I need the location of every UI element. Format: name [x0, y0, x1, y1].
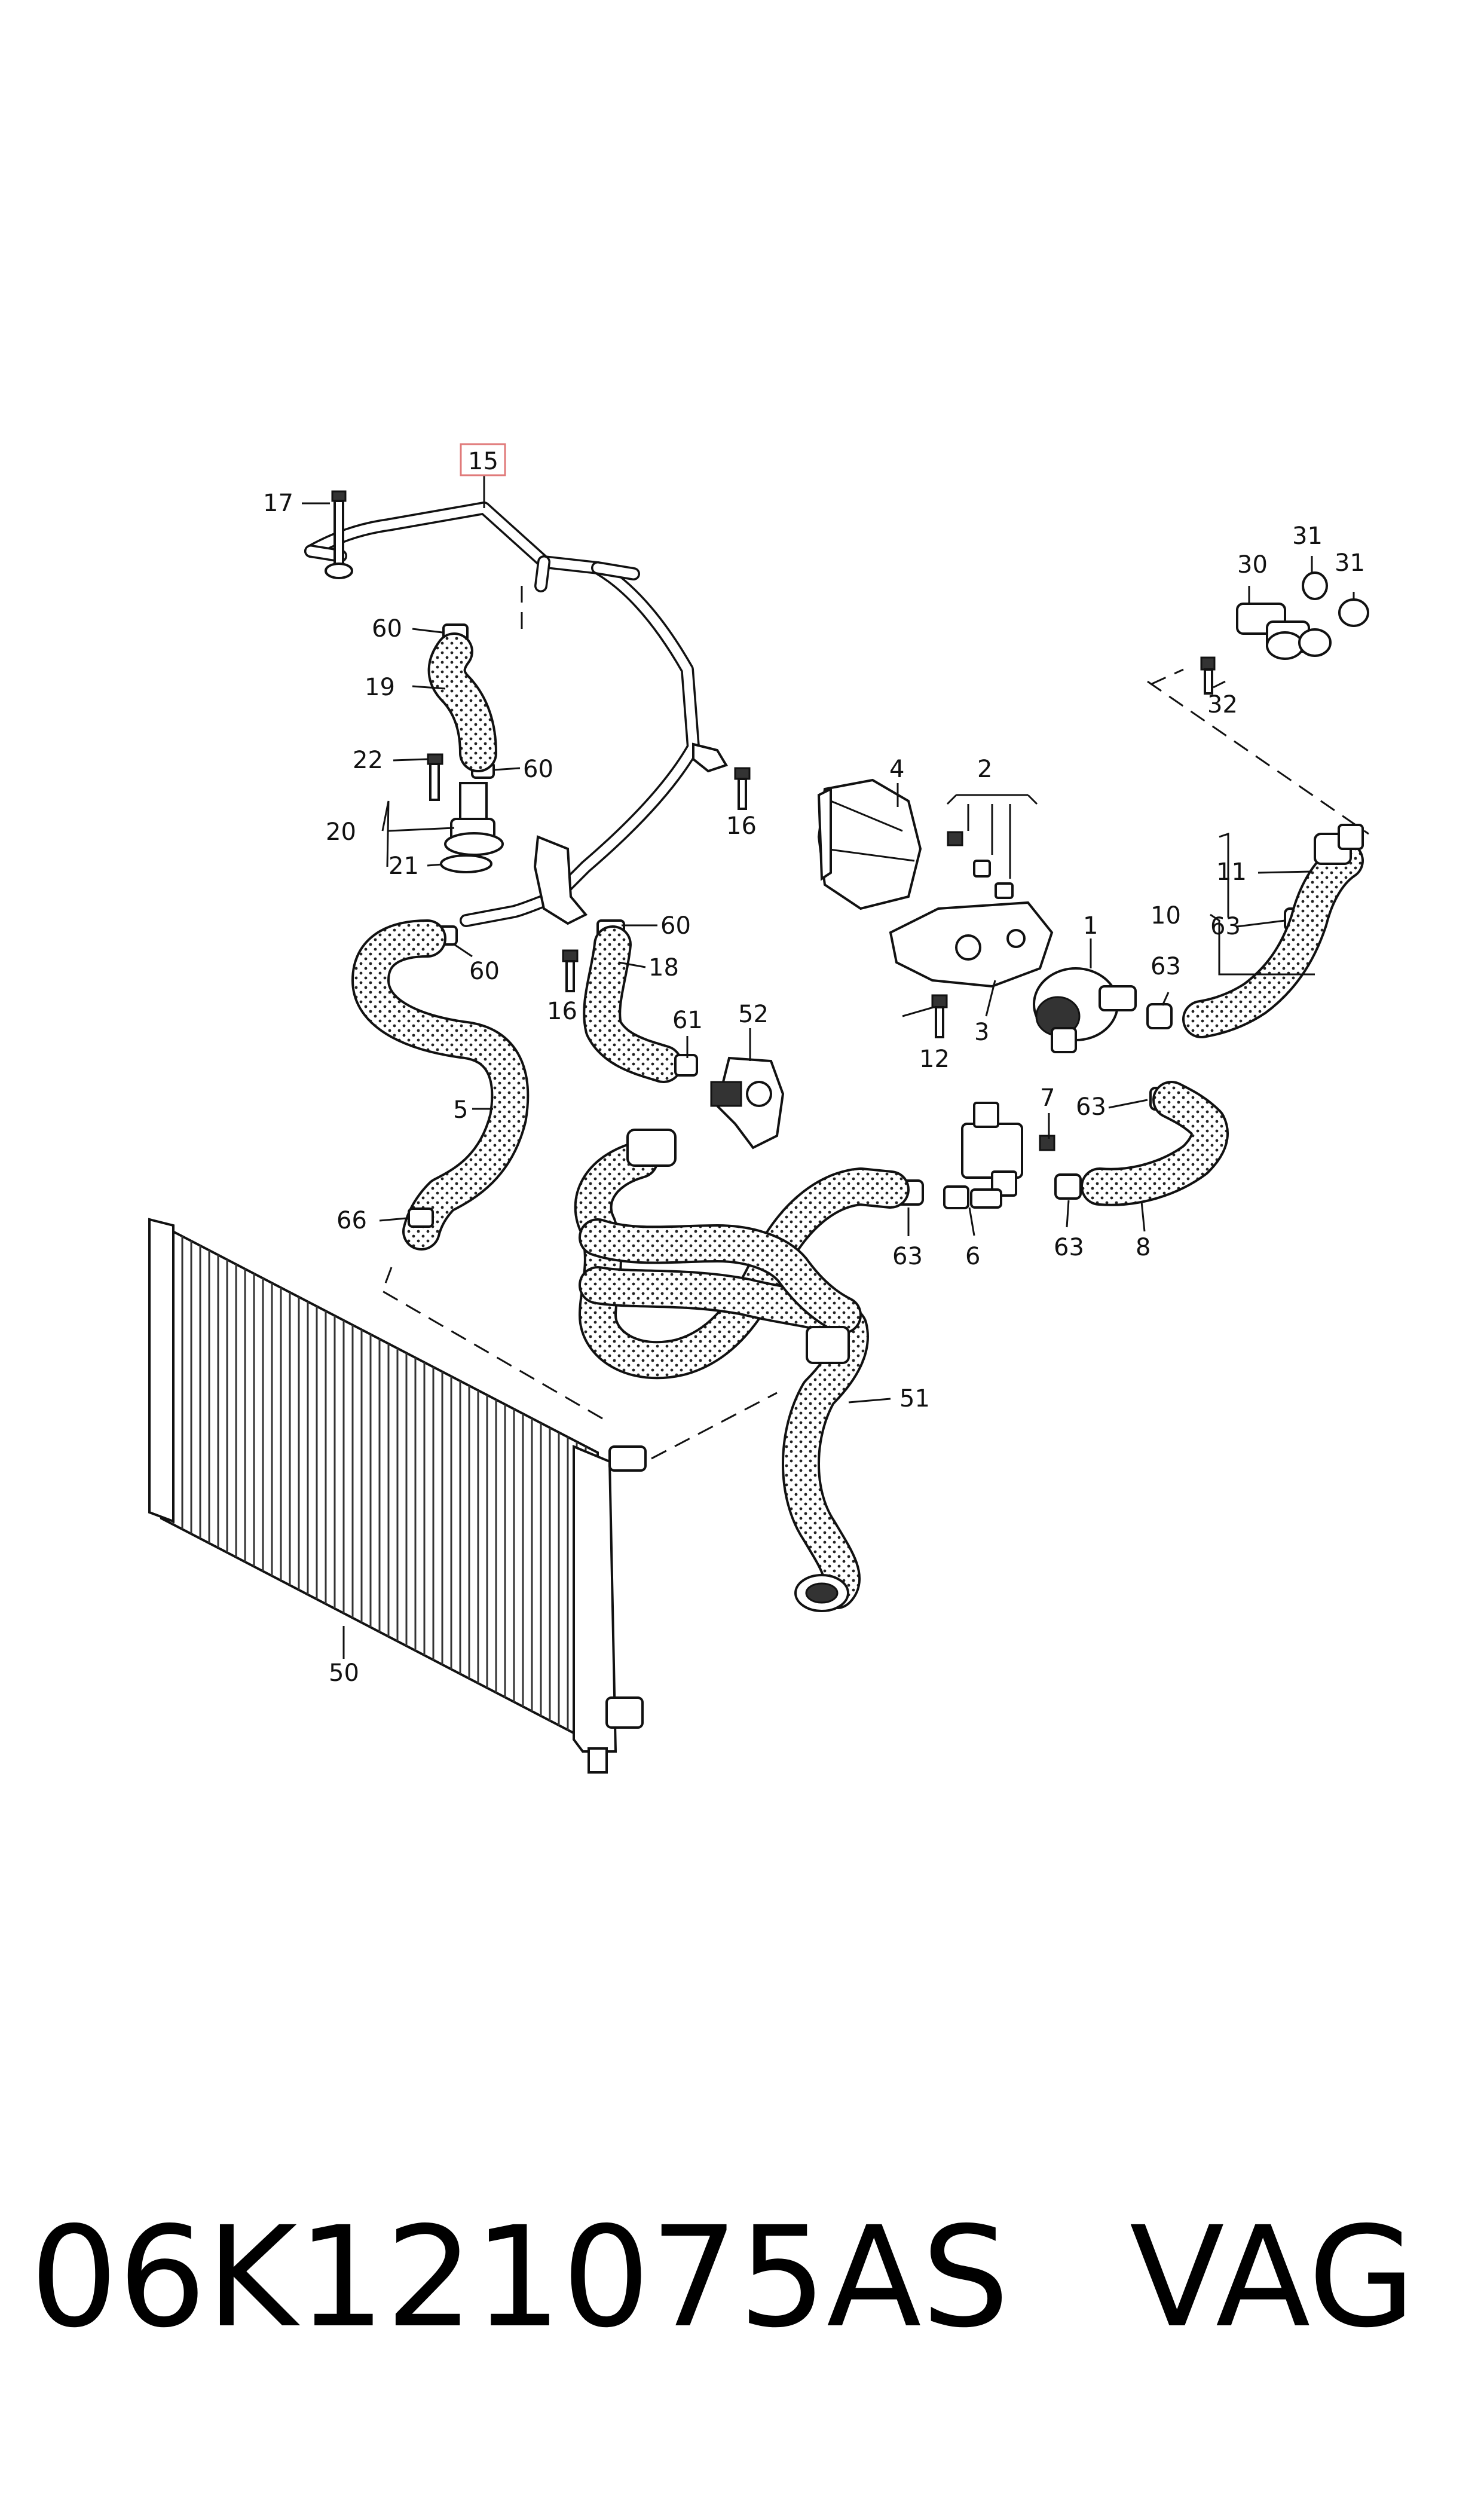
- callout-12: 12: [919, 1045, 950, 1073]
- callout-1: 1: [1083, 912, 1098, 940]
- callout-10: 10: [1151, 902, 1181, 930]
- callout-4: 4: [889, 756, 904, 783]
- callout-30: 30: [1237, 551, 1268, 579]
- fasteners-2: [947, 831, 1014, 899]
- bolt-17: [325, 490, 353, 579]
- bracket-4: [817, 778, 922, 910]
- valve-7: [961, 1102, 1055, 1197]
- callout-60b: 60: [523, 756, 553, 783]
- callout-16b: 16: [547, 998, 577, 1025]
- fitting-6: [943, 1185, 1002, 1209]
- callout-11: 11: [1216, 858, 1247, 886]
- temp-sensor-52: [710, 1056, 785, 1150]
- callout-52: 52: [738, 1001, 769, 1028]
- callout-19: 19: [365, 674, 395, 701]
- hose-5: [351, 919, 530, 1251]
- callout-2: 2: [977, 756, 992, 783]
- bolt-16: [562, 767, 751, 992]
- callout-60d: 60: [469, 958, 500, 985]
- callout-63c: 63: [892, 1243, 923, 1270]
- part-number: 06K121075AS: [30, 2197, 1009, 2358]
- callout-15: 15: [468, 448, 498, 475]
- callout-63e: 63: [1210, 913, 1241, 940]
- callout-63a: 63: [1151, 953, 1181, 980]
- callout-17: 17: [263, 490, 293, 517]
- callout-8: 8: [1136, 1234, 1151, 1261]
- bolt-12: [931, 994, 948, 1038]
- connector-30: [1200, 571, 1369, 695]
- callout-63d: 63: [1054, 1234, 1084, 1261]
- bracket-plate-3: [889, 901, 1054, 988]
- callout-21: 21: [388, 852, 419, 880]
- callout-32: 32: [1207, 691, 1238, 719]
- hose-8: [1081, 1081, 1229, 1206]
- hose-10: [1182, 824, 1364, 1038]
- callout-51: 51: [899, 1385, 930, 1413]
- callout-16a: 16: [726, 812, 757, 840]
- hose-18: [583, 925, 698, 1083]
- callout-22: 22: [353, 747, 383, 774]
- callout-7: 7: [1040, 1084, 1055, 1112]
- callout-60a: 60: [372, 615, 402, 643]
- hose-51: [574, 1129, 910, 1612]
- bleed-pipe: [304, 502, 728, 927]
- brand-name: VAG: [1130, 2197, 1416, 2358]
- callout-60c: 60: [660, 912, 691, 940]
- callout-15-box: [460, 443, 506, 476]
- callout-20: 20: [326, 818, 356, 846]
- callout-6: 6: [965, 1243, 980, 1270]
- callout-63b: 63: [1076, 1093, 1106, 1121]
- guide-lines: [381, 586, 1369, 1460]
- callout-61: 61: [672, 1007, 703, 1034]
- radiator-50: [148, 1218, 647, 1774]
- callout-66: 66: [336, 1207, 367, 1234]
- callout-31a: 31: [1292, 522, 1323, 550]
- leader-lines: [302, 475, 1355, 1659]
- callout-5: 5: [453, 1096, 468, 1124]
- hose-19: [427, 632, 497, 772]
- callout-18: 18: [648, 954, 679, 982]
- water-pump-1: [1033, 967, 1137, 1053]
- callout-3: 3: [974, 1019, 989, 1046]
- callout-31b: 31: [1335, 549, 1365, 577]
- callout-50: 50: [329, 1659, 359, 1687]
- bleed-valve-20: [427, 753, 504, 873]
